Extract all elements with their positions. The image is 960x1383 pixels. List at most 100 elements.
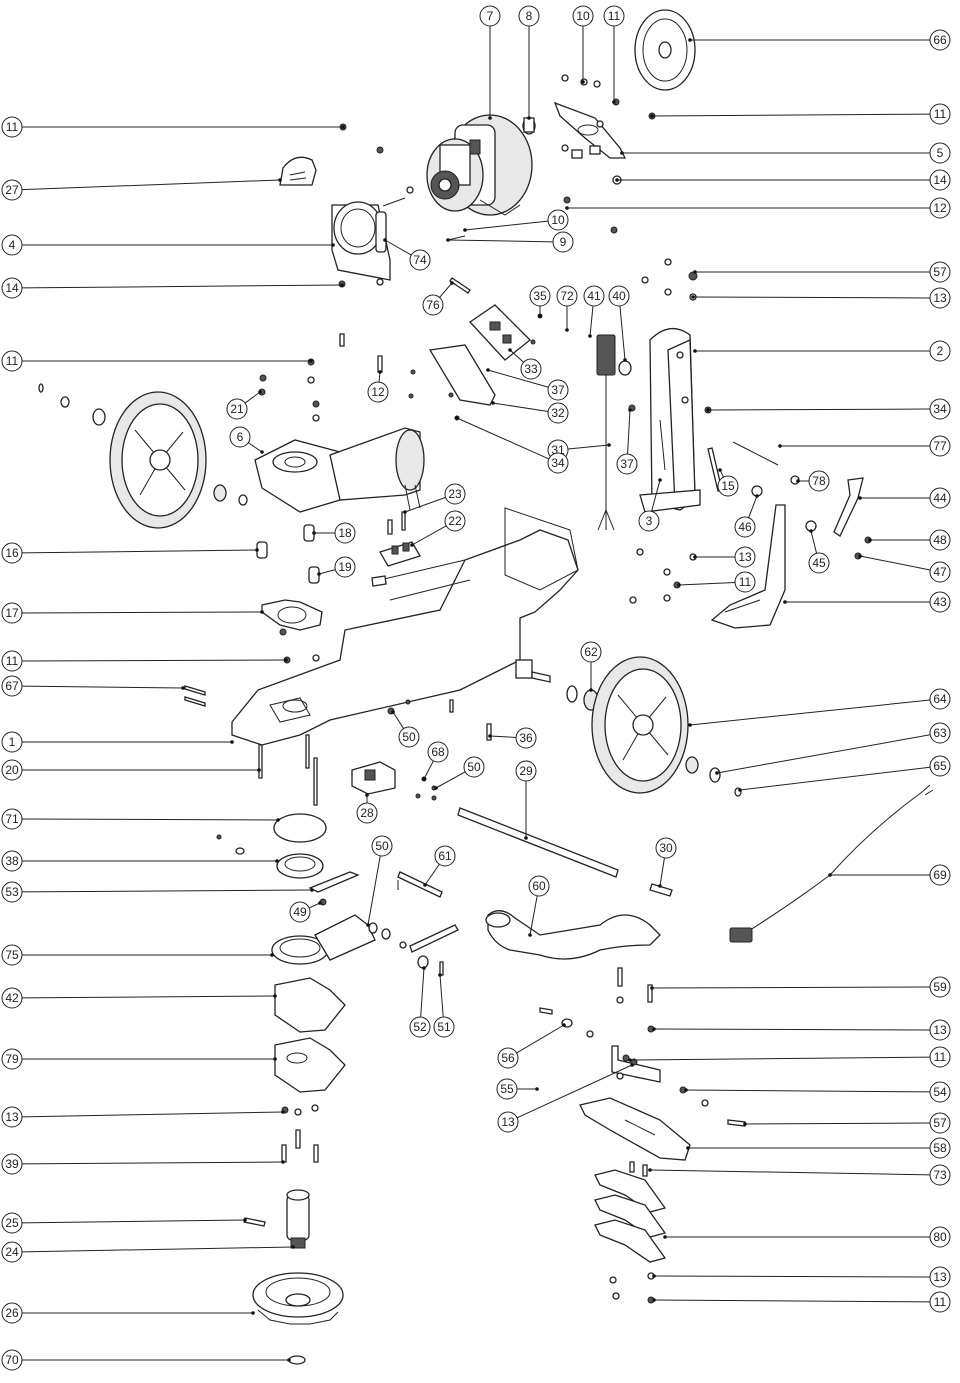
- callout-bubble: [929, 261, 951, 283]
- leader-line: [651, 479, 661, 512]
- part-brush-arm: [271, 914, 391, 965]
- callout-37: 37: [616, 453, 638, 475]
- callout-56: 56: [497, 1047, 519, 1069]
- leader-line: [678, 581, 736, 586]
- callout-bubble: [427, 741, 449, 763]
- leader-dot: [243, 1218, 247, 1222]
- leader-line: [810, 530, 818, 554]
- callout-63: 63: [929, 722, 951, 744]
- callout-30: 30: [655, 837, 677, 859]
- leader-dot: [588, 334, 592, 338]
- callout-bubble: [929, 197, 951, 219]
- callout-41: 41: [583, 285, 605, 307]
- part-brush-bolts: [281, 1104, 319, 1163]
- callout-69: 69: [929, 864, 951, 886]
- leader-line: [21, 549, 258, 554]
- callout-number: 38: [5, 854, 19, 868]
- callout-11: 11: [929, 1046, 951, 1068]
- leader-line: [589, 305, 594, 337]
- callout-number: 69: [933, 868, 947, 882]
- leader-dot: [486, 368, 490, 372]
- callout-51: 51: [433, 1016, 455, 1038]
- leader-dot: [868, 538, 872, 542]
- leader-dot: [686, 1146, 690, 1150]
- part-bolts-67: [184, 685, 206, 707]
- callout-bubble: [929, 688, 951, 710]
- leader-dot: [488, 116, 492, 120]
- callout-number: 13: [933, 291, 947, 305]
- leader-line: [627, 409, 631, 455]
- callout-11: 11: [929, 1291, 951, 1313]
- callout-number: 42: [5, 991, 19, 1005]
- callout-12: 12: [367, 381, 389, 403]
- callout-78: 78: [808, 470, 830, 492]
- leader-dot: [423, 883, 427, 887]
- callout-34: 34: [929, 398, 951, 420]
- callout-number: 16: [5, 546, 19, 560]
- callout-55: 55: [496, 1078, 518, 1100]
- callout-bubble: [434, 845, 456, 867]
- leader-dot: [658, 884, 662, 888]
- leader-line: [411, 525, 447, 546]
- leader-line: [651, 986, 931, 989]
- callout-bubble: [409, 249, 431, 271]
- callout-61: 61: [434, 845, 456, 867]
- callout-number: 37: [551, 383, 565, 397]
- leader-dot: [650, 114, 654, 118]
- callout-number: 5: [937, 146, 944, 160]
- callout-bubble: [547, 402, 569, 424]
- callout-number: 65: [933, 759, 947, 773]
- part-circuit-board: [469, 304, 531, 361]
- callout-number: 54: [933, 1085, 947, 1099]
- callout-64: 64: [929, 688, 951, 710]
- callout-66: 66: [929, 29, 951, 51]
- callout-8: 8: [518, 5, 540, 27]
- callout-bubble: [479, 5, 501, 27]
- leader-dot: [652, 1298, 656, 1302]
- leader-line: [247, 442, 263, 453]
- callout-number: 80: [933, 1230, 947, 1244]
- leader-line: [489, 735, 517, 738]
- leader-dot: [658, 478, 662, 482]
- leader-lines: [21, 26, 931, 1362]
- callout-11: 11: [734, 571, 756, 593]
- callout-number: 57: [933, 265, 947, 279]
- callout-number: 79: [5, 1052, 19, 1066]
- callout-11: 11: [1, 116, 23, 138]
- callout-bubble: [226, 398, 248, 420]
- part-flange: [261, 599, 323, 631]
- callout-number: 63: [933, 726, 947, 740]
- callout-80: 80: [929, 1226, 951, 1248]
- callout-71: 71: [1, 808, 23, 830]
- leader-dot: [648, 1168, 652, 1172]
- leader-line: [308, 902, 321, 909]
- callout-number: 32: [551, 406, 565, 420]
- callout-bubble: [1, 542, 23, 564]
- leader-dot: [446, 238, 450, 242]
- callout-number: 20: [5, 763, 19, 777]
- callout-bubble: [497, 1047, 519, 1069]
- callout-bubble: [398, 726, 420, 748]
- callout-bubble: [1, 1048, 23, 1070]
- callout-number: 74: [413, 253, 427, 267]
- leader-line: [21, 818, 279, 821]
- callout-25: 25: [1, 1212, 23, 1234]
- callout-59: 59: [929, 976, 951, 998]
- callout-bubble: [1, 602, 23, 624]
- callout-number: 23: [448, 487, 462, 501]
- leader-dot: [652, 1027, 656, 1031]
- callout-number: 44: [933, 491, 947, 505]
- callout-number: 49: [293, 905, 307, 919]
- callout-bubble: [422, 294, 444, 316]
- callout-20: 20: [1, 759, 23, 781]
- callout-number: 9: [560, 235, 567, 249]
- leader-line: [619, 305, 626, 361]
- callout-bubble: [1, 850, 23, 872]
- part-disc: [634, 9, 696, 91]
- leader-dot: [378, 370, 382, 374]
- leader-dot: [715, 771, 719, 775]
- leader-dot: [565, 328, 569, 332]
- callout-number: 35: [533, 289, 547, 303]
- callout-bubble: [1, 944, 23, 966]
